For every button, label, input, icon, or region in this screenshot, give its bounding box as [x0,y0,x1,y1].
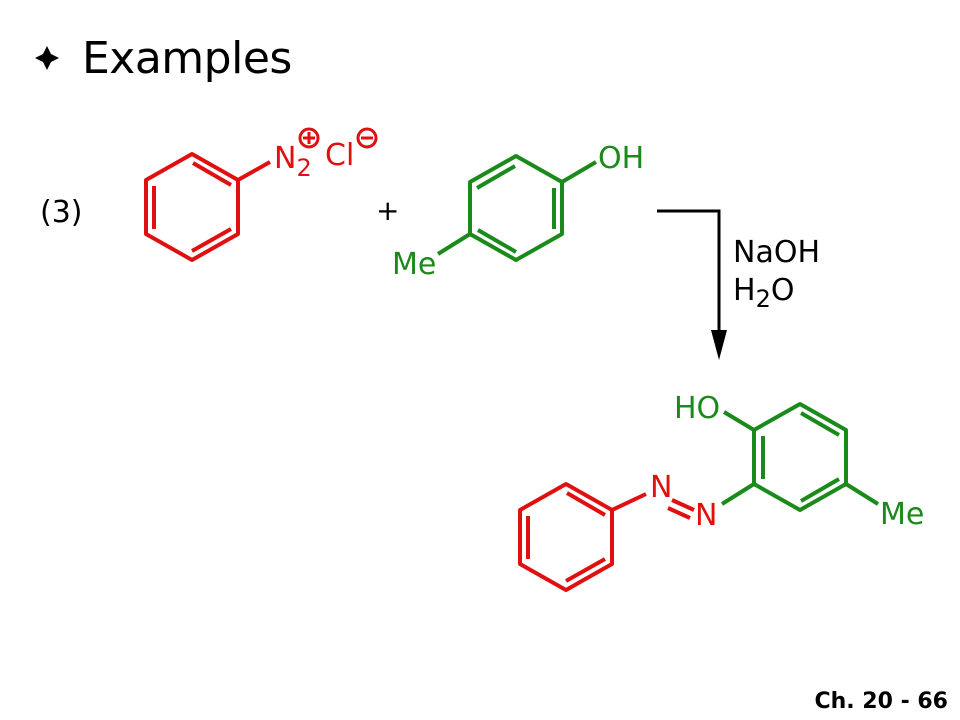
product-phenol-ring [720,402,880,512]
me-label-product: Me [880,497,924,532]
benzene-ring-red [144,152,240,262]
azo-double-bond [671,498,695,512]
p-cresol [436,154,598,262]
ring-azo-bond [720,482,756,506]
benzenediazonium-chloride [144,152,271,262]
plus-charge-icon [298,127,320,149]
me-label-reactant: Me [392,247,436,282]
azo-n-top: N [650,470,672,505]
phenyl-n-bond [611,492,647,512]
azo-n-bottom: N [695,498,717,533]
condition-h2o: H2O [733,273,794,313]
arrow-head-icon [711,330,727,360]
diamond-bullet-icon [35,46,59,70]
ring-oh-bond [560,160,598,184]
ring-me-bond [436,232,472,256]
ring-ho-bond [722,410,756,432]
benzene-ring-green [468,154,564,262]
reaction-label: (3) [40,195,83,230]
reaction-arrow [657,209,727,360]
slide-title: Examples [34,28,292,88]
title-text: Examples [82,32,292,84]
benzene-ring-product-red [518,482,614,592]
product-phenyl-ring [518,482,695,592]
chloride-label: Cl [325,138,354,173]
plus-sign: + [376,194,399,227]
condition-naoh: NaOH [733,235,820,270]
n2-label: N2 [274,141,312,182]
benzene-ring-product-green [752,402,848,512]
ring-me-bond-product [844,482,880,506]
ring-n-bond [237,160,271,182]
slide-number: Ch. 20 - 66 [814,689,948,714]
oh-label: OH [598,141,644,176]
ho-label: HO [674,391,720,426]
minus-charge-icon [356,127,378,149]
